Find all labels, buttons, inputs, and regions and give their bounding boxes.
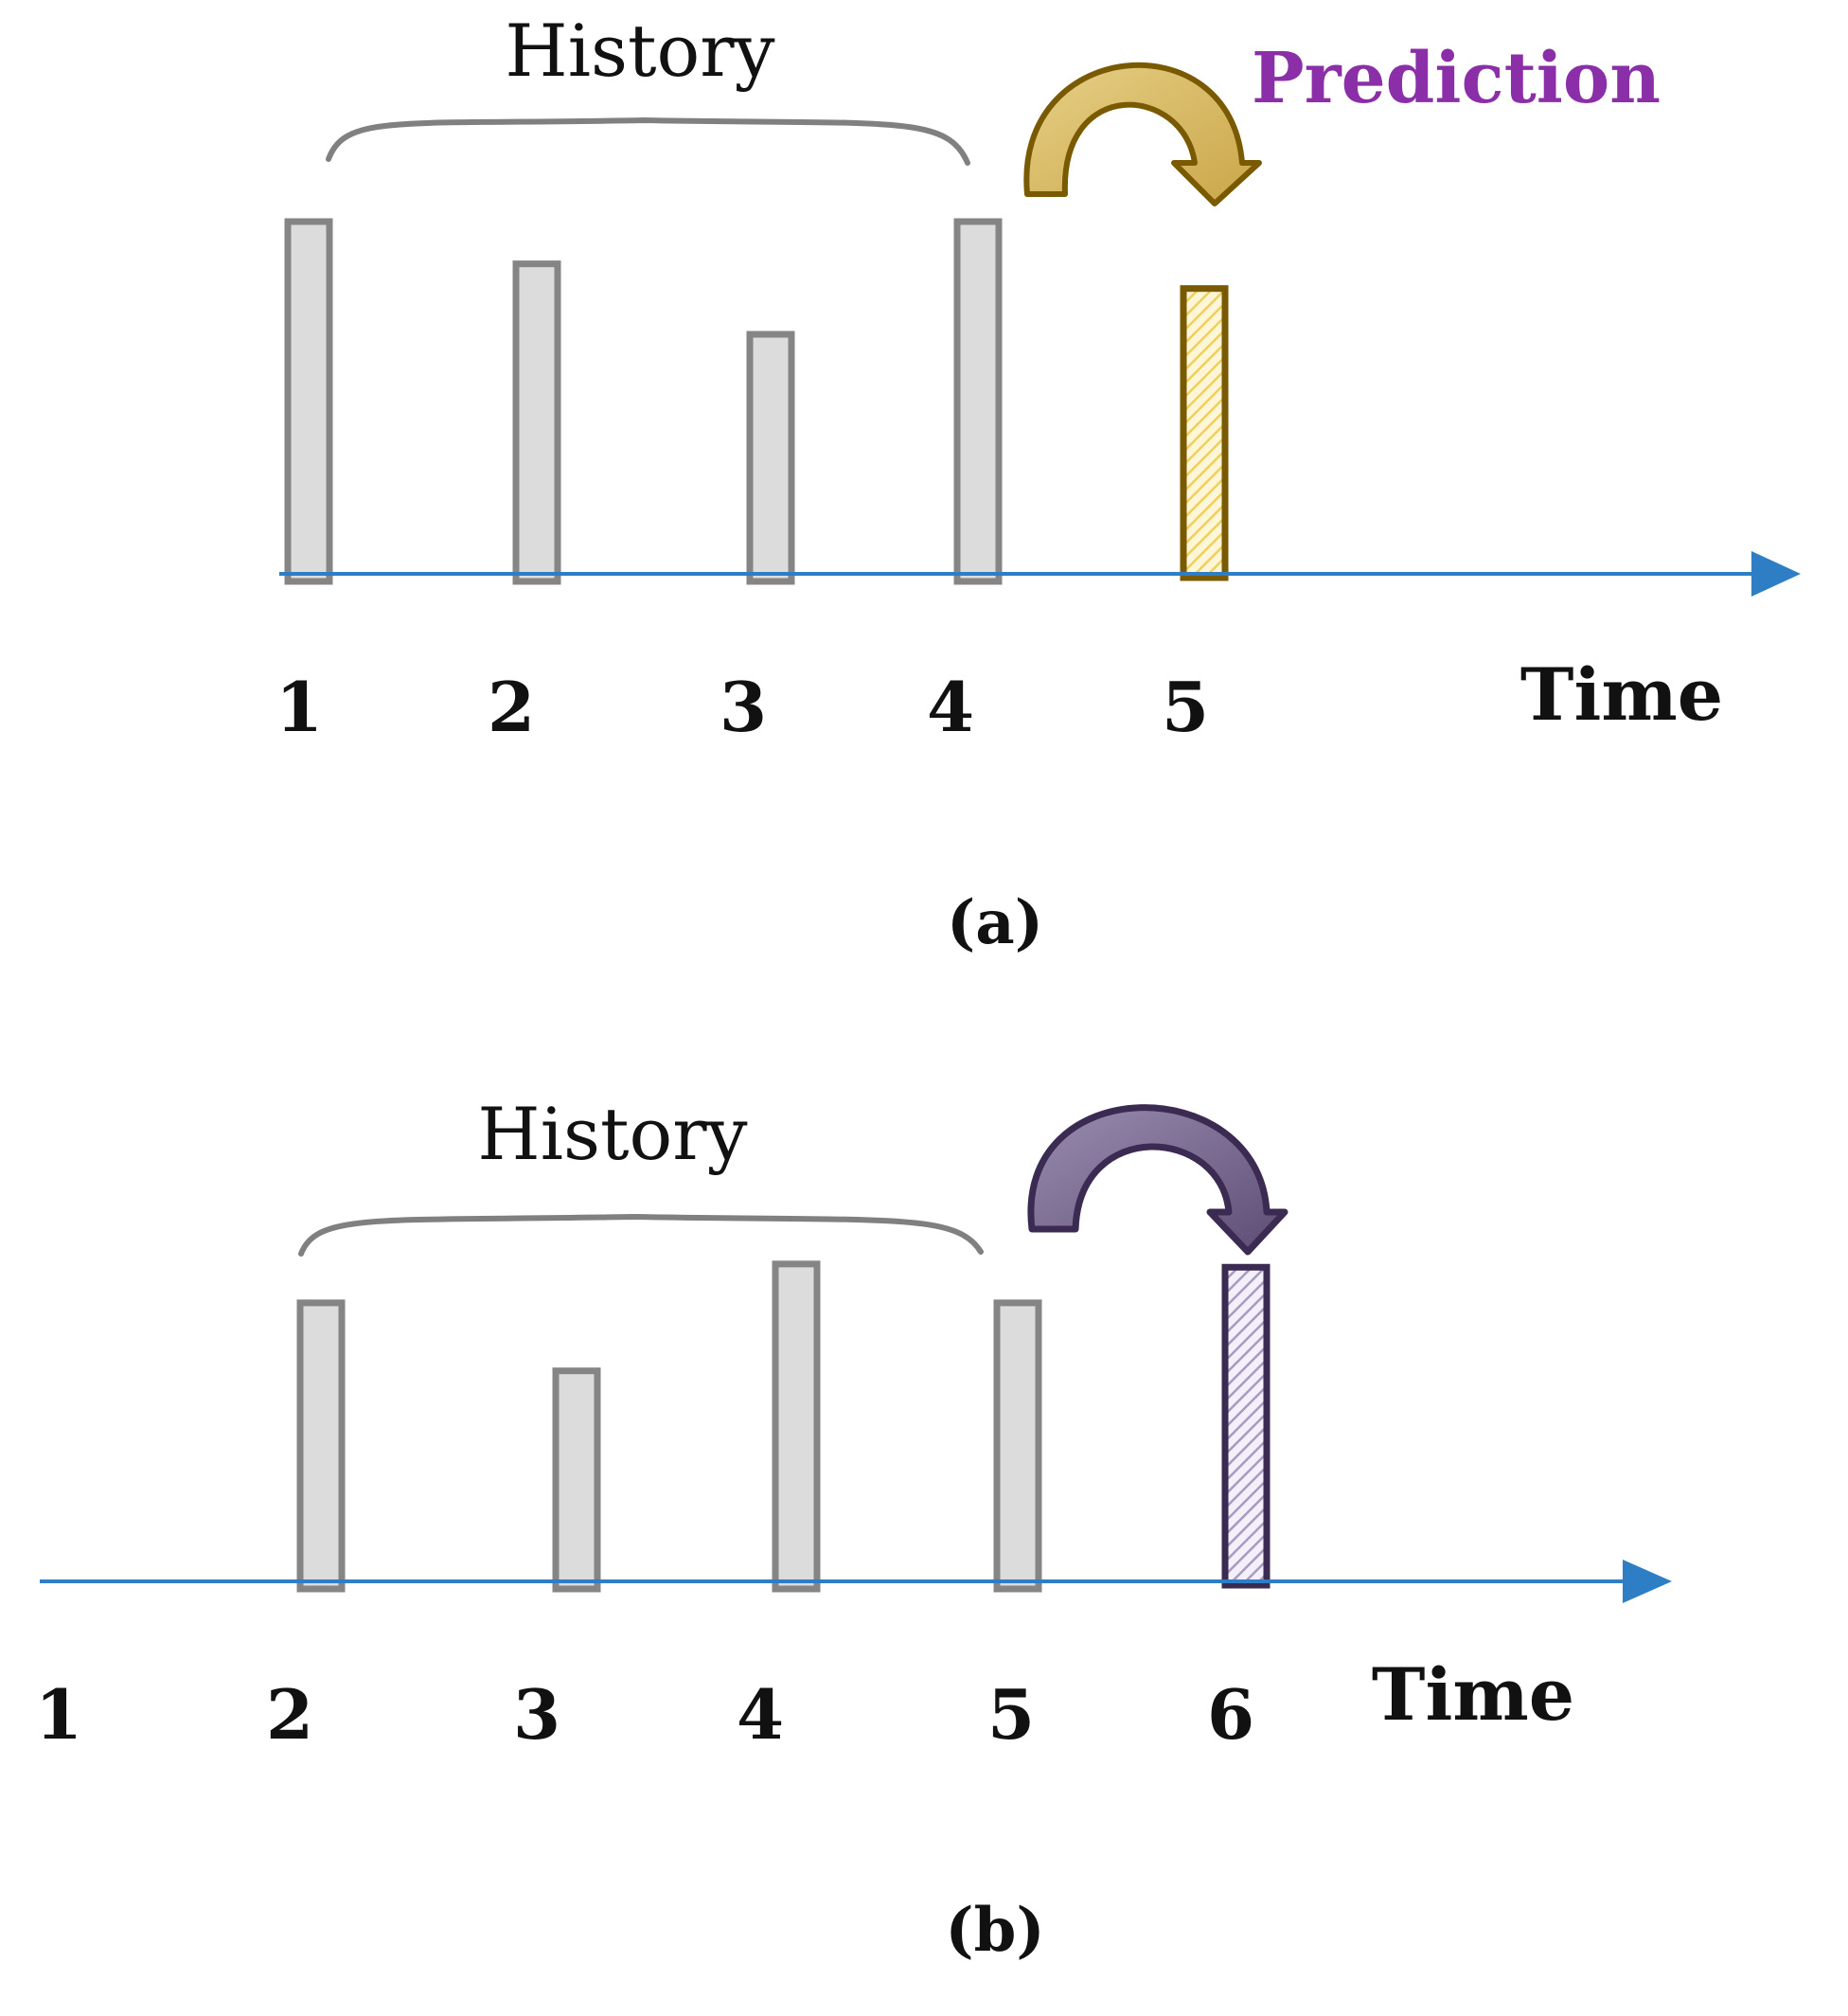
history-bar-t4 <box>772 1260 821 1593</box>
history-bar-t1 <box>284 218 333 585</box>
tick-label: 5 <box>1162 667 1209 747</box>
prediction-arrow <box>1023 62 1262 206</box>
history-brace <box>298 1213 984 1257</box>
prediction-bar-t5 <box>1180 285 1229 581</box>
panel-b: History 1 2 3 4 5 6 Time (b) <box>35 1092 1672 1966</box>
tick-label: 1 <box>275 667 323 747</box>
prediction-bar-t6 <box>1221 1263 1270 1589</box>
tick-label: 4 <box>927 667 974 747</box>
tick-label: 3 <box>720 667 767 747</box>
axis-label-time: Time <box>1520 652 1723 737</box>
history-brace <box>326 116 970 166</box>
history-bar-t4 <box>953 218 1003 585</box>
history-bar-t3 <box>552 1367 601 1593</box>
tick-label: 1 <box>35 1674 82 1755</box>
prediction-label: Prediction <box>1252 38 1661 119</box>
panel-a: History Prediction 1 2 3 4 5 Time (a) <box>275 9 1801 958</box>
tick-label: 5 <box>987 1674 1035 1755</box>
tick-label: 2 <box>488 667 535 747</box>
history-label: History <box>505 9 774 93</box>
history-label: History <box>477 1092 747 1176</box>
tick-label: 6 <box>1207 1674 1254 1755</box>
tick-label: 3 <box>513 1674 560 1755</box>
tick-label: 4 <box>737 1674 784 1755</box>
bars-b <box>296 1260 1270 1593</box>
panel-label: (a) <box>947 887 1043 958</box>
axis-label-time: Time <box>1372 1652 1574 1737</box>
history-bar-t5 <box>993 1299 1042 1593</box>
tick-labels-a: 1 2 3 4 5 <box>275 667 1209 747</box>
history-bar-t2 <box>512 260 561 585</box>
axis-arrowhead <box>1751 551 1801 597</box>
axis-arrowhead <box>1623 1560 1672 1603</box>
history-bar-t2 <box>296 1299 346 1593</box>
tick-labels-b: 1 2 3 4 5 6 <box>35 1674 1254 1755</box>
history-bar-t3 <box>746 330 795 585</box>
tick-label: 2 <box>266 1674 313 1755</box>
bars-a <box>284 218 1229 585</box>
prediction-arrow <box>1027 1104 1288 1256</box>
panel-label: (b) <box>945 1895 1044 1966</box>
